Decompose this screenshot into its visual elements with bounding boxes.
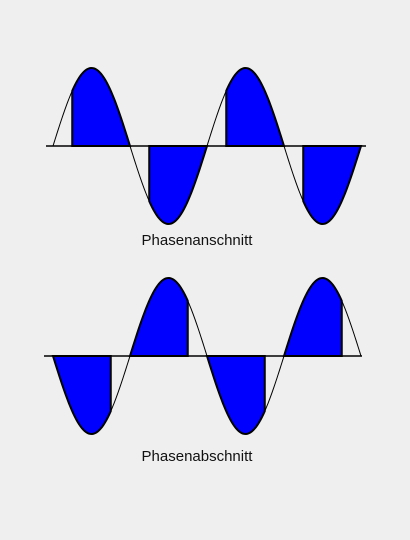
conduction-region	[205, 355, 266, 435]
conduction-region	[51, 355, 112, 435]
conduction-region	[71, 67, 132, 147]
phasenabschnitt-waveform	[44, 277, 362, 435]
conduction-region	[225, 67, 286, 147]
sine-curve	[52, 277, 362, 435]
sine-curve	[52, 67, 362, 225]
phasenanschnitt-waveform	[46, 67, 366, 225]
caption-phasenabschnitt: Phasenabschnitt	[141, 448, 253, 465]
conduction-region	[302, 145, 363, 225]
conduction-region	[148, 145, 209, 225]
conduction-region	[128, 277, 189, 357]
conduction-region	[282, 277, 343, 357]
caption-phasenanschnitt: Phasenanschnitt	[141, 232, 253, 249]
